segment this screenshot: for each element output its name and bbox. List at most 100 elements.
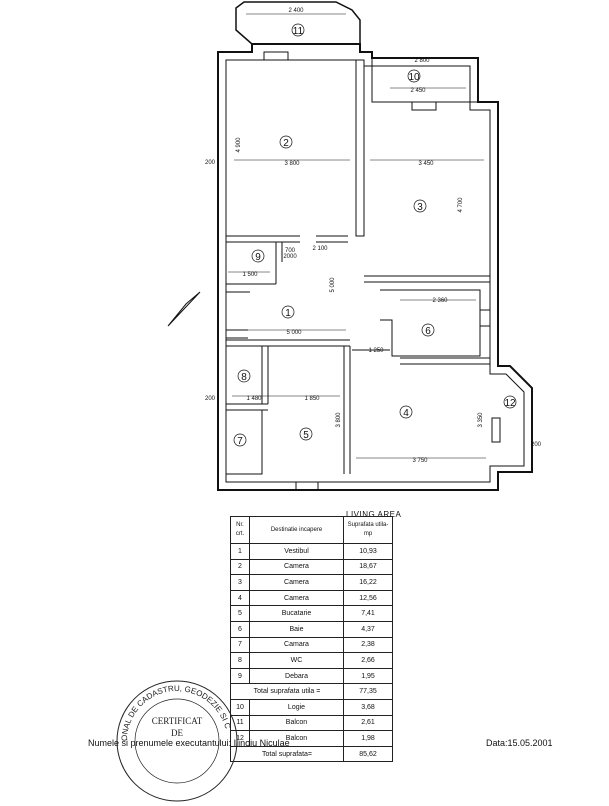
- total-label: Total suprafata=: [230, 745, 344, 763]
- table-header: Nr. crt. Destinatie incapere Suprafata u…: [230, 516, 393, 544]
- room-12-number: 12: [504, 398, 516, 409]
- outer-wall-inner: [225, 59, 525, 483]
- total-value: 85,62: [343, 745, 393, 763]
- dim-label: 5 000: [286, 330, 302, 336]
- room-1-number: 1: [285, 308, 291, 319]
- total-row: Total suprafata=85,62: [230, 745, 393, 763]
- row-num: 1: [230, 543, 250, 560]
- wall-6: [380, 289, 481, 357]
- row-dest: Bucatarie: [249, 605, 344, 622]
- header-dest: Destinatie incapere: [249, 516, 344, 544]
- row-dest: Camera: [249, 574, 344, 591]
- room-marker-4: 4: [399, 405, 413, 419]
- row-area: 1,95: [343, 667, 393, 685]
- wall-3-bottom: [364, 275, 490, 283]
- room-6-number: 6: [425, 326, 431, 337]
- row-area: 16,22: [343, 574, 393, 591]
- room-marker-8: 8: [237, 369, 251, 383]
- row-dest: Camera: [249, 558, 344, 576]
- row-area: 2,38: [343, 636, 393, 654]
- wall-2-3: [355, 60, 365, 237]
- room-3-number: 3: [417, 202, 423, 213]
- room-11-number: 11: [293, 26, 304, 37]
- stamp-line2: DE: [171, 728, 183, 738]
- dim-label: 2 800: [414, 58, 430, 64]
- header-area: Suprafata utila-mp: [343, 516, 393, 544]
- wall-7: [225, 410, 263, 475]
- dim-label: 3 350: [478, 412, 484, 428]
- row-dest: WC: [249, 652, 344, 669]
- dim-label: 2 400: [288, 8, 304, 14]
- row-area: 2,66: [343, 652, 393, 669]
- room-8-number: 8: [241, 372, 247, 383]
- header-num: Nr. crt.: [230, 516, 250, 544]
- wall-4-top: [352, 349, 490, 365]
- wall-8: [226, 346, 269, 411]
- date-label: Data:15.05.2001: [486, 738, 553, 748]
- cadastre-stamp: ONAL DE CADASTRU, GEODEZIE SI C CERTIFIC…: [116, 680, 238, 802]
- row-dest: Baie: [249, 620, 344, 638]
- stamp-line1: CERTIFICAT: [152, 716, 203, 726]
- room-4-number: 4: [403, 408, 409, 419]
- outer-wall: [217, 43, 533, 491]
- area-table: Nr. crt. Destinatie incapere Suprafata u…: [230, 516, 393, 763]
- room-marker-1: 1: [281, 305, 295, 319]
- window-room3: [411, 101, 437, 111]
- dim-label: 1 480: [246, 396, 262, 402]
- dim-label: 3 800: [336, 412, 342, 428]
- row-num: 6: [230, 620, 250, 638]
- room-5-number: 5: [303, 430, 309, 441]
- dim-label: 3 450: [418, 161, 434, 167]
- total-util-label: Total suprafata utila =: [230, 683, 344, 700]
- row-num: 2: [230, 558, 250, 576]
- row-area: 18,67: [343, 558, 393, 576]
- row-area: 7,41: [343, 605, 393, 622]
- wall-9: [226, 242, 283, 285]
- row-num: 7: [230, 636, 250, 654]
- room-marker-12: 12: [503, 395, 517, 409]
- row-dest: Vestibul: [249, 543, 344, 560]
- row-num: 4: [230, 589, 250, 607]
- dim-label: 700: [285, 248, 296, 254]
- room-marker-11: 11: [291, 23, 305, 37]
- wall-2-bottom: [226, 235, 348, 243]
- logia-10: [371, 58, 478, 103]
- dim-label: 2 360: [432, 298, 448, 304]
- dim-label: 3 800: [284, 161, 300, 167]
- room-9-number: 9: [255, 252, 261, 263]
- dim-label: 200: [531, 442, 542, 448]
- row-num: 3: [230, 574, 250, 591]
- row-area: 10,93: [343, 543, 393, 560]
- north-arrow: [167, 291, 201, 327]
- window-bottom: [295, 481, 319, 491]
- row-area: 3,68: [343, 698, 393, 716]
- room-7-number: 7: [237, 436, 243, 447]
- dim-label: 1 250: [368, 348, 384, 354]
- dim-label: 5 000: [330, 277, 336, 293]
- wall-1-left: [226, 291, 250, 339]
- row-dest: Camera: [249, 589, 344, 607]
- room-marker-7: 7: [233, 433, 247, 447]
- row-area: 1,98: [343, 730, 393, 747]
- dim-label: 4 900: [236, 137, 242, 153]
- room-marker-10: 10: [407, 69, 421, 83]
- room-marker-2: 2: [279, 135, 293, 149]
- row-num: 8: [230, 652, 250, 669]
- row-dest: Debara: [249, 667, 344, 685]
- wall-1-bottom: [226, 339, 350, 347]
- dim-label: 2 450: [410, 88, 426, 94]
- room-10-number: 10: [408, 72, 420, 83]
- row-dest: Logie: [249, 698, 344, 716]
- row-area: 12,56: [343, 589, 393, 607]
- executant-name: Numele si prenumele executantului: Ilino…: [88, 738, 290, 748]
- row-dest: Balcon: [249, 714, 344, 732]
